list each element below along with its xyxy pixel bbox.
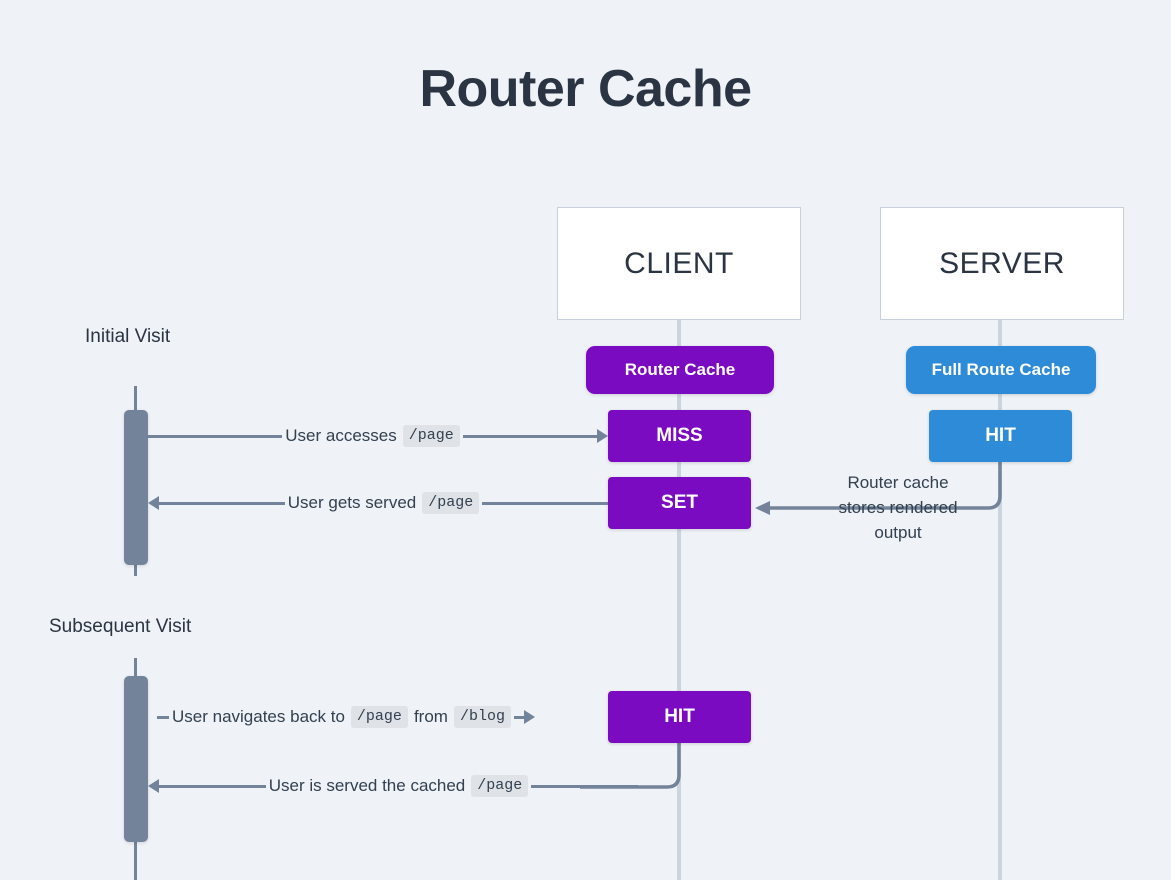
message-user-accesses-page: User accesses /page xyxy=(148,423,608,449)
note-line-3: output xyxy=(874,523,922,542)
participant-client: CLIENT xyxy=(557,207,801,320)
message-line-segment xyxy=(531,784,638,788)
message-label: User navigates back to /page from /blog xyxy=(169,706,514,728)
note-line-1: Router cache xyxy=(847,473,949,492)
message-line-segment xyxy=(159,501,285,505)
actor-activation-subsequent xyxy=(124,676,148,842)
arrow-right-icon xyxy=(597,429,608,443)
actor-activation-initial xyxy=(124,410,148,565)
message-label: User accesses /page xyxy=(282,425,463,447)
lifeline-server xyxy=(998,320,1002,880)
message-user-gets-served-page: User gets served /page xyxy=(148,490,609,516)
code-chip-page: /page xyxy=(402,425,460,447)
section-label-subsequent-visit: Subsequent Visit xyxy=(49,616,192,637)
message-user-navigates-back: User navigates back to /page from /blog xyxy=(157,704,608,730)
code-chip-blog: /blog xyxy=(453,706,511,728)
code-chip-page: /page xyxy=(422,492,480,514)
message-line-segment xyxy=(513,715,524,719)
state-box-set: SET xyxy=(608,477,751,529)
message-line-segment xyxy=(159,784,266,788)
note-router-cache-stores: Router cache stores rendered output xyxy=(810,470,986,545)
badge-router-cache: Router Cache xyxy=(586,346,774,394)
message-text: User accesses xyxy=(285,426,397,445)
arrow-left-icon xyxy=(148,779,159,793)
note-line-2: stores rendered xyxy=(838,498,958,517)
message-text: User navigates back to xyxy=(172,707,345,726)
section-label-initial-visit: Initial Visit xyxy=(85,326,171,347)
message-line-segment xyxy=(462,434,597,438)
message-text-mid: from xyxy=(413,707,448,726)
message-label: User gets served /page xyxy=(285,492,483,514)
participant-server: SERVER xyxy=(880,207,1124,320)
message-user-served-cached-page: User is served the cached /page xyxy=(148,773,638,799)
badge-full-route-cache: Full Route Cache xyxy=(906,346,1096,394)
state-box-miss: MISS xyxy=(608,410,751,462)
message-text: User is served the cached xyxy=(268,776,466,795)
code-chip-page: /page xyxy=(471,775,529,797)
arrow-right-icon xyxy=(523,710,535,724)
arrow-left-icon xyxy=(148,496,159,510)
lifeline-client xyxy=(677,320,681,880)
message-line-segment xyxy=(482,501,609,505)
page-title: Router Cache xyxy=(419,60,752,118)
message-label: User is served the cached /page xyxy=(266,775,532,797)
message-line-segment xyxy=(148,434,283,438)
message-text: User gets served xyxy=(287,493,417,512)
state-box-hit-client: HIT xyxy=(608,691,751,743)
state-box-hit-server: HIT xyxy=(929,410,1072,462)
code-chip-page: /page xyxy=(350,706,408,728)
message-line-segment xyxy=(157,715,169,719)
